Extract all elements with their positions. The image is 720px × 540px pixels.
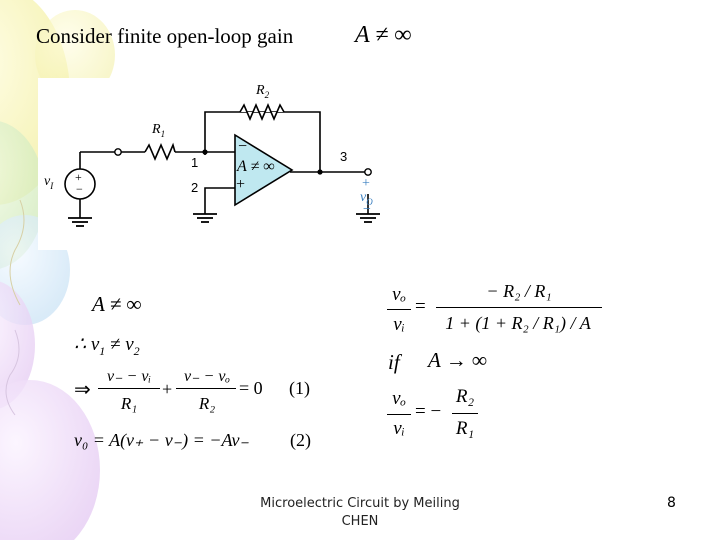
rhs-bar [436,307,602,309]
voltage-source [64,168,96,200]
frac1-den: R₁ [120,394,138,413]
balloon-string [9,199,25,306]
frac2-bar [176,388,236,390]
opamp-triangle [234,133,294,207]
implies-symbol: ⇒ [74,379,91,401]
node3-label: 3 [340,149,348,164]
circuit-panel [38,78,383,250]
node2-label: 2 [191,180,199,195]
footer-text: Microelectric Circuit by Meiling CHEN [260,496,460,529]
if-word: if [388,350,400,374]
page-number: 8 [667,495,676,511]
lhs2-den: vᵢ [393,418,405,439]
output-minus: − [363,202,371,217]
yellow-balloon-2 [35,10,115,100]
junction-dot [202,149,208,155]
equals-minus: = − [415,401,442,422]
output-terminal [364,168,372,176]
rhs2-num: R₂ [455,386,475,407]
frac2-den: R₂ [198,394,216,413]
r2-label: R2 [256,83,270,100]
purple-balloon [0,380,100,540]
lhs-num: vₒ [392,284,406,305]
plus-sign: + [162,379,173,399]
node1-label: 1 [191,155,199,170]
eq-zero: = 0 [239,378,263,398]
output-junction-dot [317,169,323,175]
title-math: A ≠ ∞ [355,22,412,48]
r2-resistor [239,102,285,122]
lhs-bar [387,309,411,311]
rhs2-bar [452,413,478,415]
frac1-num: v₋ − vᵢ [107,368,151,385]
r1-resistor [144,142,176,162]
opamp-gain-label: A ≠ ∞ [237,158,275,175]
vo-equation: v₀ = A(v₊ − v₋) = −Av₋ [74,430,249,450]
slide-title: Consider finite open-loop gain [36,24,294,48]
input-terminal [114,148,122,156]
output-plus: + [362,176,370,191]
if-condition: A → ∞ [428,348,487,372]
rhs-den: 1 + (1 + R₂ / R₁) / A [445,313,591,333]
frac2-num: v₋ − vₒ [183,368,230,385]
opamp-minus: − [238,138,248,155]
rhs2-den: R₁ [455,418,475,439]
lhs2-num: vₒ [392,388,406,409]
equals-1: = [415,296,426,317]
lhs2-bar [387,414,411,416]
vo-label: vO [360,190,373,207]
source-plus: + [75,170,82,184]
r1-label: R1 [152,122,166,139]
opamp-plus: + [236,176,246,193]
lhs-den: vᵢ [393,314,405,335]
vi-label: vI [44,174,54,191]
ground-symbols [68,213,380,227]
source-minus: − [76,182,83,196]
eq-label-1: (1) [289,378,310,398]
balloon-string-2 [5,329,20,416]
rhs-num: − R₂ / R₁ [486,281,552,301]
frac1-bar [98,388,160,390]
eq-label-2: (2) [290,430,311,450]
given-eq: A ≠ ∞ [92,292,142,316]
therefore-eq: ∴ v1 ≠ v2 [74,334,140,358]
